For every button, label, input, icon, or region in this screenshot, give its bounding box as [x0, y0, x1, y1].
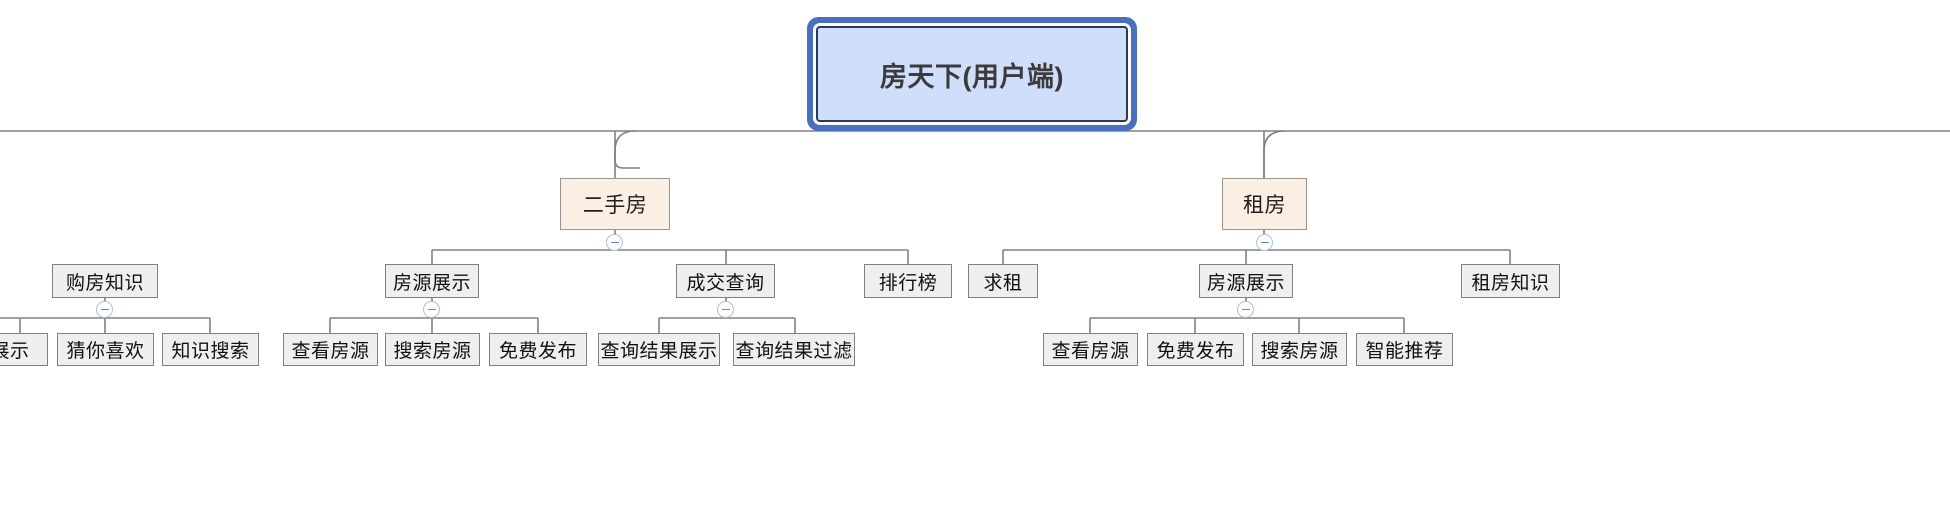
- node-chaxunjieguozhanshi-label: 查询结果展示: [600, 341, 718, 362]
- node-chaxunjieguoguolv[interactable]: 查询结果过滤: [733, 333, 855, 366]
- node-paihangbang[interactable]: 排行榜: [864, 264, 952, 298]
- node-sousuofangyuan-rent-label: 搜索房源: [1260, 341, 1339, 362]
- minus-icon: [610, 241, 619, 244]
- node-chengjiaochaxun-label: 成交查询: [686, 272, 765, 294]
- collapse-toggle-fangyuanzhanshi-sale[interactable]: [423, 301, 440, 318]
- node-zhinengtuijian-label: 智能推荐: [1365, 341, 1444, 362]
- collapse-toggle-goufangzhishi[interactable]: [96, 301, 113, 318]
- node-root-label: 房天下(用户端): [880, 61, 1064, 92]
- node-mianfeifabu-rent-label: 免费发布: [1156, 341, 1235, 362]
- node-fangyuanzhanshi-rent[interactable]: 房源展示: [1199, 264, 1293, 298]
- node-qiuzu-label: 求租: [983, 272, 1023, 294]
- node-zufangzhishi[interactable]: 租房知识: [1461, 264, 1560, 298]
- node-zufangzhishi-label: 租房知识: [1471, 272, 1550, 294]
- minus-icon: [1260, 241, 1269, 244]
- node-cainixihuan-label: 猜你喜欢: [66, 341, 145, 362]
- node-chengjiaochaxun[interactable]: 成交查询: [676, 264, 775, 298]
- node-zufang[interactable]: 租房: [1222, 178, 1307, 230]
- node-chakanfangyuan-sale-label: 查看房源: [291, 341, 370, 362]
- minus-icon: [427, 308, 436, 311]
- node-fangyuanzhanshi-rent-label: 房源展示: [1206, 272, 1285, 294]
- collapse-toggle-ershoufang[interactable]: [606, 234, 623, 251]
- node-zufang-label: 租房: [1243, 194, 1286, 217]
- minus-icon: [1241, 308, 1250, 311]
- node-goufangzhishi[interactable]: 购房知识: [52, 264, 158, 298]
- node-fangyuanzhanshi-sale-label: 房源展示: [392, 272, 471, 294]
- minus-icon: [100, 308, 109, 311]
- node-mianfeifabu-rent[interactable]: 免费发布: [1147, 333, 1244, 366]
- node-chakanfangyuan-rent[interactable]: 查看房源: [1043, 333, 1138, 366]
- node-zhishisousuo[interactable]: 知识搜索: [162, 333, 259, 366]
- minus-icon: [721, 308, 730, 311]
- node-chakanfangyuan-sale[interactable]: 查看房源: [283, 333, 378, 366]
- node-zhanshi[interactable]: 展示: [0, 333, 48, 366]
- node-ershoufang[interactable]: 二手房: [560, 178, 670, 230]
- collapse-toggle-zufang[interactable]: [1256, 234, 1273, 251]
- node-zhishisousuo-label: 知识搜索: [171, 341, 250, 362]
- node-paihangbang-label: 排行榜: [878, 272, 938, 294]
- node-sousuofangyuan-sale-label: 搜索房源: [393, 341, 472, 362]
- collapse-toggle-fangyuanzhanshi-rent[interactable]: [1237, 301, 1254, 318]
- node-qiuzu[interactable]: 求租: [968, 264, 1038, 298]
- node-chakanfangyuan-rent-label: 查看房源: [1051, 341, 1130, 362]
- node-zhinengtuijian[interactable]: 智能推荐: [1356, 333, 1453, 366]
- node-chaxunjieguoguolv-label: 查询结果过滤: [735, 341, 853, 362]
- node-sousuofangyuan-sale[interactable]: 搜索房源: [385, 333, 480, 366]
- node-sousuofangyuan-rent[interactable]: 搜索房源: [1252, 333, 1347, 366]
- node-root[interactable]: 房天下(用户端): [816, 26, 1128, 122]
- node-chaxunjieguozhanshi[interactable]: 查询结果展示: [598, 333, 720, 366]
- node-zhanshi-label: 展示: [0, 341, 30, 362]
- node-ershoufang-label: 二手房: [582, 194, 648, 217]
- node-cainixihuan[interactable]: 猜你喜欢: [57, 333, 154, 366]
- node-goufangzhishi-label: 购房知识: [65, 272, 144, 294]
- node-mianfeifabu-sale-label: 免费发布: [498, 341, 577, 362]
- node-mianfeifabu-sale[interactable]: 免费发布: [489, 333, 587, 366]
- collapse-toggle-chengjiaochaxun[interactable]: [717, 301, 734, 318]
- node-fangyuanzhanshi-sale[interactable]: 房源展示: [385, 264, 479, 298]
